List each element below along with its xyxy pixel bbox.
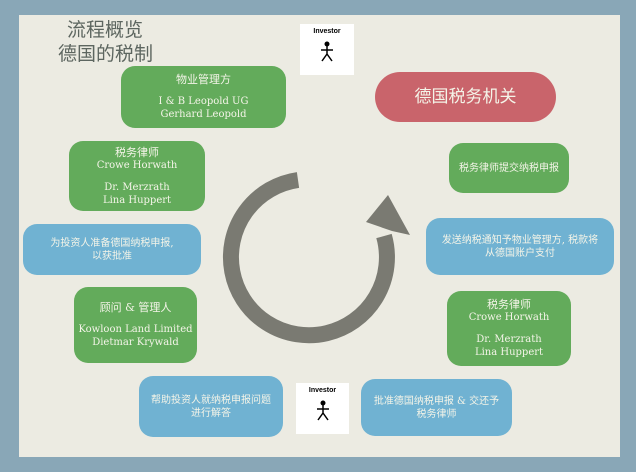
stick-figure-icon bbox=[316, 400, 329, 421]
help-investor-box: 帮助投资人就纳税申报问题 进行解答 bbox=[139, 376, 283, 437]
box-heading: 税务律师 bbox=[487, 298, 531, 311]
box-heading: 顾问 & 管理人 bbox=[99, 301, 172, 314]
box-line: Kowloon Land Limited bbox=[78, 324, 193, 335]
stick-figure-icon bbox=[321, 41, 333, 62]
investor-top: Investor bbox=[300, 24, 354, 75]
box-line: 帮助投资人就纳税申报问题 bbox=[151, 394, 271, 406]
investor-bottom: Investor bbox=[296, 383, 349, 434]
title-line-2: 德国的税制 bbox=[58, 43, 154, 65]
prepare-return-box: 为投资人准备德国纳税申报, 以获批准 bbox=[23, 224, 201, 275]
box-label: 税务律师提交纳税申报 bbox=[459, 162, 559, 174]
box-line: 从德国账户支付 bbox=[485, 247, 555, 259]
advisor-box: 顾问 & 管理人 Kowloon Land Limited Dietmar Kr… bbox=[74, 287, 197, 363]
box-heading: 物业管理方 bbox=[176, 73, 231, 86]
box-line: 税务律师 bbox=[416, 408, 457, 420]
send-notice-box: 发送纳税通知予物业管理方, 税款将 从德国账户支付 bbox=[426, 218, 614, 275]
box-line: Dr. Merzrath bbox=[476, 334, 542, 345]
box-heading: 税务律师 bbox=[115, 145, 159, 159]
submit-return-box: 税务律师提交纳税申报 bbox=[449, 143, 569, 193]
page-title: 流程概览 德国的税制 bbox=[58, 18, 153, 66]
tax-lawyer-right-box: 税务律师 Crowe Horwath Dr. Merzrath Lina Hup… bbox=[447, 291, 571, 366]
approve-return-box: 批准德国纳税申报 & 交还予 税务律师 bbox=[361, 379, 512, 436]
title-line-1: 流程概览 bbox=[67, 19, 144, 41]
investor-label: Investor bbox=[308, 387, 337, 394]
box-label: 德国税务机关 bbox=[414, 86, 517, 107]
box-line: Gerhard Leopold bbox=[160, 109, 247, 120]
box-line: Lina Huppert bbox=[474, 347, 544, 358]
investor-label: Investor bbox=[313, 28, 341, 35]
tax-authority-box: 德国税务机关 bbox=[375, 72, 556, 122]
box-line: Dr. Merzrath bbox=[104, 181, 170, 193]
tax-lawyer-left-box: 税务律师 Crowe Horwath Dr. Merzrath Lina Hup… bbox=[69, 141, 205, 211]
box-line: Crowe Horwath bbox=[468, 312, 550, 323]
box-line: Dietmar Krywald bbox=[92, 337, 179, 348]
box-line: I & B Leopold UG bbox=[158, 96, 249, 107]
property-manager-box: 物业管理方 I & B Leopold UG Gerhard Leopold bbox=[121, 66, 286, 128]
box-line: 发送纳税通知予物业管理方, 税款将 bbox=[441, 234, 599, 246]
box-line: 进行解答 bbox=[191, 407, 231, 419]
box-line: Crowe Horwath bbox=[96, 159, 178, 171]
box-line: Lina Huppert bbox=[102, 194, 172, 206]
box-line: 以获批准 bbox=[92, 250, 132, 262]
box-line: 为投资人准备德国纳税申报, bbox=[50, 237, 174, 249]
box-line: 批准德国纳税申报 & 交还予 bbox=[373, 395, 500, 407]
